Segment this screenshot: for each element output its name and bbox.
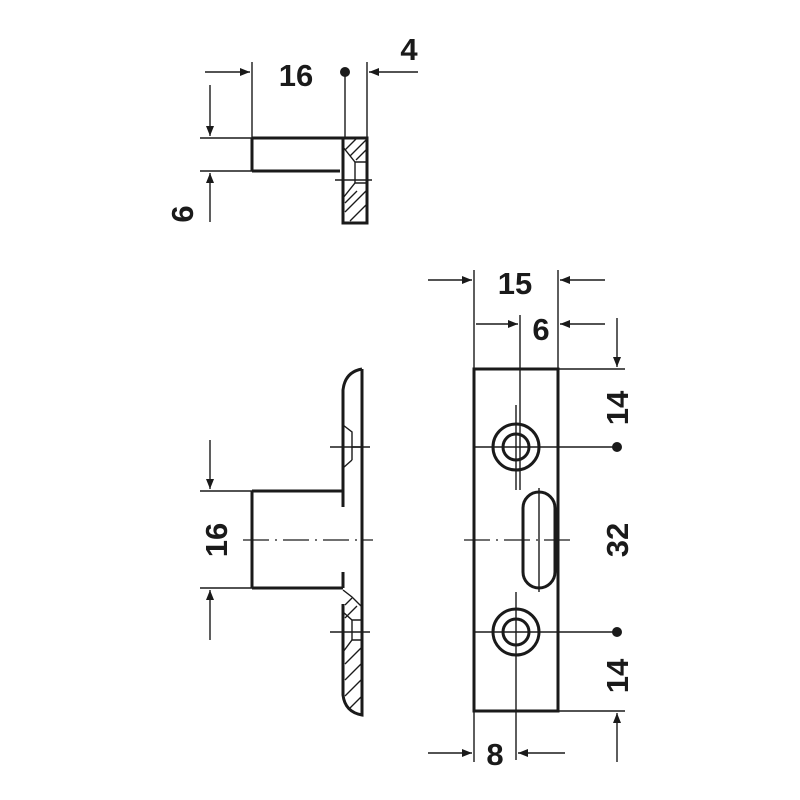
dim-top-height: 6 bbox=[165, 205, 200, 222]
mounting-hole-lower bbox=[474, 592, 622, 760]
dim-top-plate-thickness: 4 bbox=[400, 32, 418, 67]
top-view: 16 4 6 bbox=[165, 32, 418, 225]
front-view: 15 6 14 32 14 8 bbox=[428, 266, 635, 772]
section-hatch bbox=[344, 597, 363, 709]
mounting-hole-upper bbox=[474, 405, 622, 490]
dim-side-shaft-height: 16 bbox=[199, 523, 234, 557]
dim-front-slot-offset: 6 bbox=[532, 312, 549, 347]
side-view: 16 bbox=[199, 367, 373, 717]
slot bbox=[521, 488, 557, 592]
dim-front-width: 15 bbox=[498, 266, 532, 301]
dim-front-hole-spacing: 32 bbox=[600, 523, 635, 557]
dim-front-top-to-hole: 14 bbox=[600, 390, 635, 425]
dim-top-length: 16 bbox=[279, 58, 313, 93]
section-hatch bbox=[344, 137, 368, 222]
dim-front-hole-offset: 8 bbox=[486, 737, 503, 772]
dim-front-hole-to-bottom: 14 bbox=[600, 658, 635, 693]
